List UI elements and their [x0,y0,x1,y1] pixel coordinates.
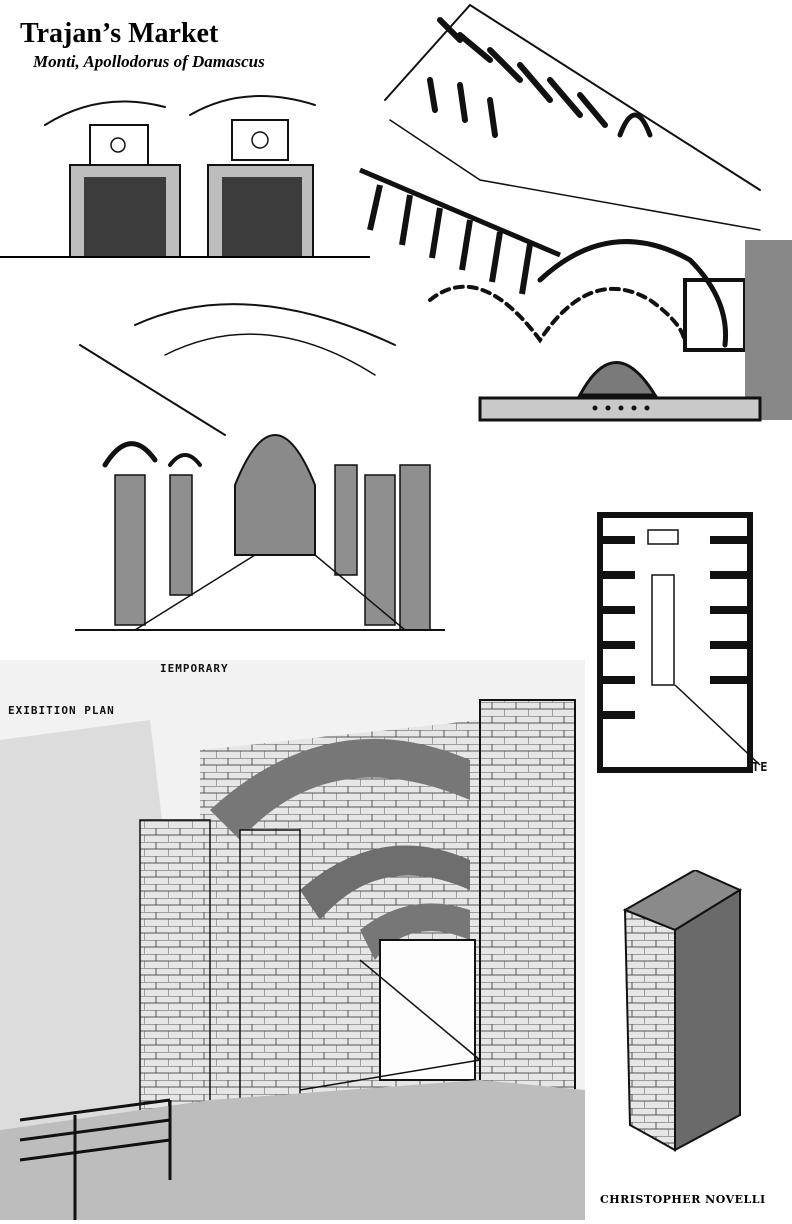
brick-arch-sketch [0,660,585,1220]
brick-pillar-sketch [622,870,743,1152]
exhibition-plan-label: EXIBITION PLAN [8,704,115,717]
page-title: Trajan’s Market [20,18,219,49]
author-credit: CHRISTOPHER NOVELLI [600,1193,766,1206]
facade-sketch [0,95,370,258]
side-plan-tag-label: TE [752,760,769,774]
market-plan-sketch [359,3,792,422]
corridor-perspective-sketch [75,303,445,631]
temporary-label: IEMPORARY [160,662,229,675]
page-subtitle: Monti, Apollodorus of Damascus [33,52,265,71]
side-plan-sketch [597,512,761,773]
